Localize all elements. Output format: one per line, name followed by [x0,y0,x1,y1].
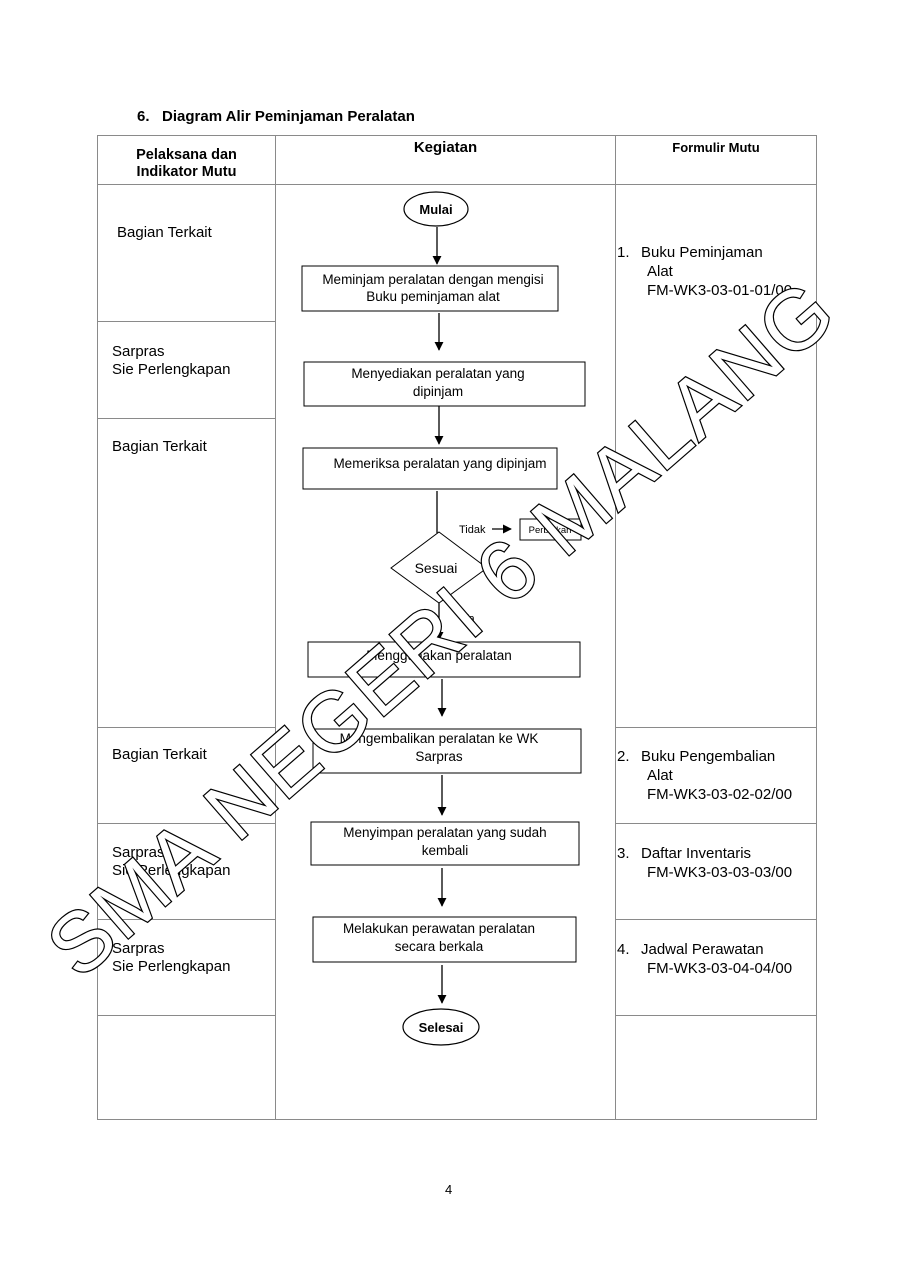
decision-diamond: Sesuai [390,531,488,604]
formulir-name-cont: Alat [647,767,673,784]
formulir-code: FM-WK3-03-02-02/00 [647,786,793,803]
page-number: 4 [445,1182,453,1197]
header-formulir: Formulir Mutu [672,140,760,155]
end-terminal: Selesai [402,1008,480,1046]
process-text: Melakukan perawatan peralatan [343,921,535,936]
pelaksana-label: Sarpras Sie Perlengkapan [112,343,231,378]
process-text: Buku peminjaman alat [366,289,500,304]
formulir-number: 4. [617,941,630,958]
formulir-item: 4. Jadwal Perawatan FM-WK3-03-04-04/00 [617,940,815,978]
process-text: secara berkala [395,939,484,954]
start-label: Mulai [419,202,452,217]
formulir-name: Daftar Inventaris [641,845,752,862]
no-label: Tidak [459,524,486,536]
header-kegiatan: Kegiatan [413,139,478,156]
process-text: Menyimpan peralatan yang sudah [343,825,546,840]
process-text: dipinjam [413,384,463,399]
process-box-return: Mengembalikan peralatan ke WK Sarpras [312,728,582,774]
process-text: Memeriksa peralatan yang dipinjam [333,456,546,471]
process-text: Mengembalikan peralatan ke WK [340,731,539,746]
header-pelaksana: Pelaksana dan Indikator Mutu [136,147,237,180]
start-terminal: Mulai [403,191,469,227]
formulir-code: FM-WK3-03-04-04/00 [647,960,793,977]
pelaksana-label: Bagian Terkait [112,746,207,763]
process-box-store: Menyimpan peralatan yang sudah kembali [310,821,580,866]
process-box-maintain: Melakukan perawatan peralatan secara ber… [312,916,577,963]
formulir-name: Buku Peminjaman [641,244,763,261]
formulir-item: 1. Buku Peminjaman Alat FM-WK3-03-01-01/… [617,243,815,300]
formulir-code: FM-WK3-03-01-01/00 [647,282,793,299]
pelaksana-label: Bagian Terkait [117,224,212,241]
process-box-prepare: Menyediakan peralatan yang dipinjam [303,361,586,407]
formulir-name: Buku Pengembalian [641,748,776,765]
process-box-use: Menggunakan peralatan [307,641,581,678]
fix-box: Perbaikan [519,518,582,541]
formulir-name: Jadwal Perawatan [641,941,764,958]
fix-label: Perbaikan [529,525,572,536]
decision-label: Sesuai [415,560,458,576]
formulir-item: 3. Daftar Inventaris FM-WK3-03-03-03/00 [617,844,815,882]
pelaksana-label: Bagian Terkait [112,438,207,455]
section-title: 6. Diagram Alir Peminjaman Peralatan [137,108,415,125]
process-box-borrow: Meminjam peralatan dengan mengisi Buku p… [301,265,559,312]
formulir-name-cont: Alat [647,263,673,280]
process-text: Menyediakan peralatan yang [351,366,524,381]
formulir-cell [615,1015,817,1120]
process-text: Meminjam peralatan dengan mengisi [322,272,543,287]
process-text: Sarpras [415,749,463,764]
formulir-item: 2. Buku Pengembalian Alat FM-WK3-03-02-0… [617,747,815,804]
yes-label: Ya [462,613,476,625]
formulir-code: FM-WK3-03-03-03/00 [647,864,793,881]
process-box-check: Memeriksa peralatan yang dipinjam [302,447,558,490]
formulir-number: 1. [617,244,630,261]
process-text: kembali [422,843,469,858]
header-pelaksana-cell: Pelaksana dan Indikator Mutu [97,135,276,185]
pelaksana-label: Sarpras Sie Perlengkapan [112,940,231,975]
formulir-number: 3. [617,845,630,862]
process-text: Menggunakan peralatan [366,648,512,663]
formulir-number: 2. [617,748,630,765]
end-label: Selesai [419,1020,464,1035]
pelaksana-label: Sarpras Sie Perlengkapan [112,844,231,879]
